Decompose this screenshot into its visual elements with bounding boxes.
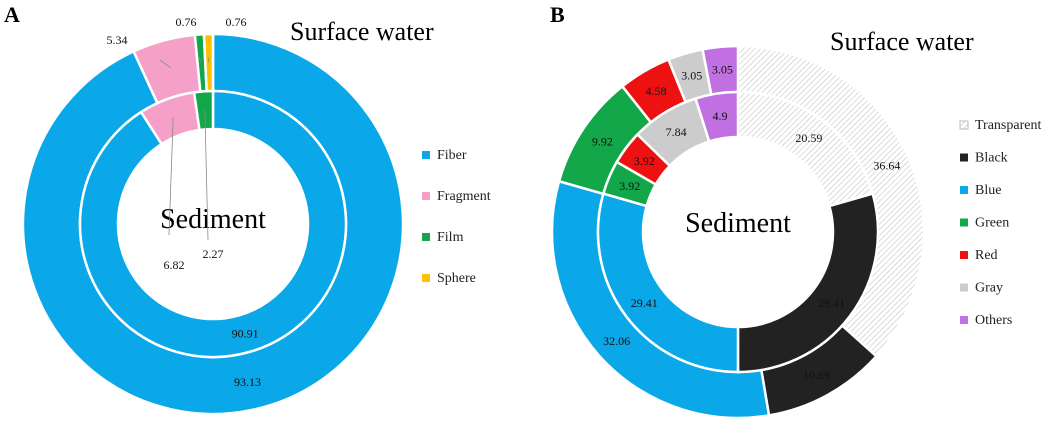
legend-swatch <box>960 251 968 259</box>
data-label: 20.59 <box>795 131 822 145</box>
inner-slice-film <box>192 89 215 132</box>
panel-a: A Surface water Sediment 93.13 5.34 0.76 0.… <box>4 2 491 416</box>
data-label: 32.06 <box>603 334 630 348</box>
legend-entry: Green <box>975 216 1009 231</box>
panel-b-data-labels: 36.64 10.69 32.06 9.92 4.58 3.05 3.05 20.59 29.4… <box>592 63 900 382</box>
legend-entry: Others <box>975 313 1012 328</box>
inner-slice-others <box>694 90 740 144</box>
inner-slice-black <box>736 192 880 374</box>
legend-entry: Red <box>975 248 998 263</box>
data-label: 29.41 <box>818 296 845 310</box>
leader-line <box>198 56 202 64</box>
data-label: 0.76 <box>226 15 247 29</box>
panel-b-inner-ring-label: Sediment <box>685 208 791 239</box>
inner-slice-fiber <box>78 89 348 359</box>
data-label: 3.92 <box>619 179 640 193</box>
legend-entry: Gray <box>975 281 1003 296</box>
data-label: 3.05 <box>712 63 733 77</box>
data-label: 3.92 <box>634 154 655 168</box>
panel-a-outer-ring-label: Surface water <box>290 17 434 46</box>
legend-entry: Black <box>975 151 1008 166</box>
legend-swatch <box>960 283 968 292</box>
legend-swatch <box>960 218 968 227</box>
data-label: 9.92 <box>592 135 613 149</box>
leader-line <box>207 56 210 63</box>
legend-entry: Blue <box>975 183 1001 198</box>
panel-a-label: A <box>4 2 20 27</box>
panel-b-outer-ring-label: Surface water <box>830 27 974 56</box>
data-label: 10.69 <box>803 368 830 382</box>
data-label: 7.84 <box>666 125 687 139</box>
leader-line <box>204 110 209 241</box>
legend-entry: Fiber <box>437 148 467 163</box>
data-label: 93.13 <box>234 375 261 389</box>
legend-swatch <box>960 316 968 324</box>
leader-line <box>159 59 172 69</box>
data-label: 36.64 <box>873 159 900 173</box>
legend-swatch <box>960 186 968 194</box>
panel-b-rings <box>550 44 926 420</box>
legend-swatch <box>422 151 430 159</box>
legend-swatch <box>959 120 969 130</box>
panel-a-inner-ring-label: Sediment <box>160 204 266 235</box>
data-label: 3.05 <box>681 69 702 83</box>
legend-entry: Fragment <box>437 189 491 204</box>
data-label: 0.76 <box>176 15 197 29</box>
legend-entry: Sphere <box>437 271 476 286</box>
data-label: 4.58 <box>645 84 666 98</box>
panel-a-data-labels: 93.13 5.34 0.76 0.76 90.91 6.82 2.27 <box>107 15 262 389</box>
data-label: 2.27 <box>203 247 224 261</box>
outer-slice-sphere <box>202 32 215 93</box>
data-label: 5.34 <box>107 33 128 47</box>
data-label: 4.9 <box>712 109 727 123</box>
panel-a-rings <box>21 32 405 416</box>
legend-swatch <box>422 233 430 241</box>
panel-b: B Surface water Sediment 36.64 10.69 32.06… <box>550 2 1041 420</box>
legend-entry: Film <box>437 230 464 245</box>
legend-swatch <box>422 274 430 282</box>
panel-b-label: B <box>550 2 565 27</box>
data-label: 90.91 <box>232 326 259 340</box>
inner-slice-blue <box>596 192 740 374</box>
legend-swatch <box>422 192 430 200</box>
legend-entry: Transparent <box>975 118 1041 133</box>
data-label: 6.82 <box>164 258 185 272</box>
leader-line <box>168 117 174 236</box>
data-label: 29.41 <box>631 296 658 310</box>
legend-swatch <box>960 153 968 162</box>
